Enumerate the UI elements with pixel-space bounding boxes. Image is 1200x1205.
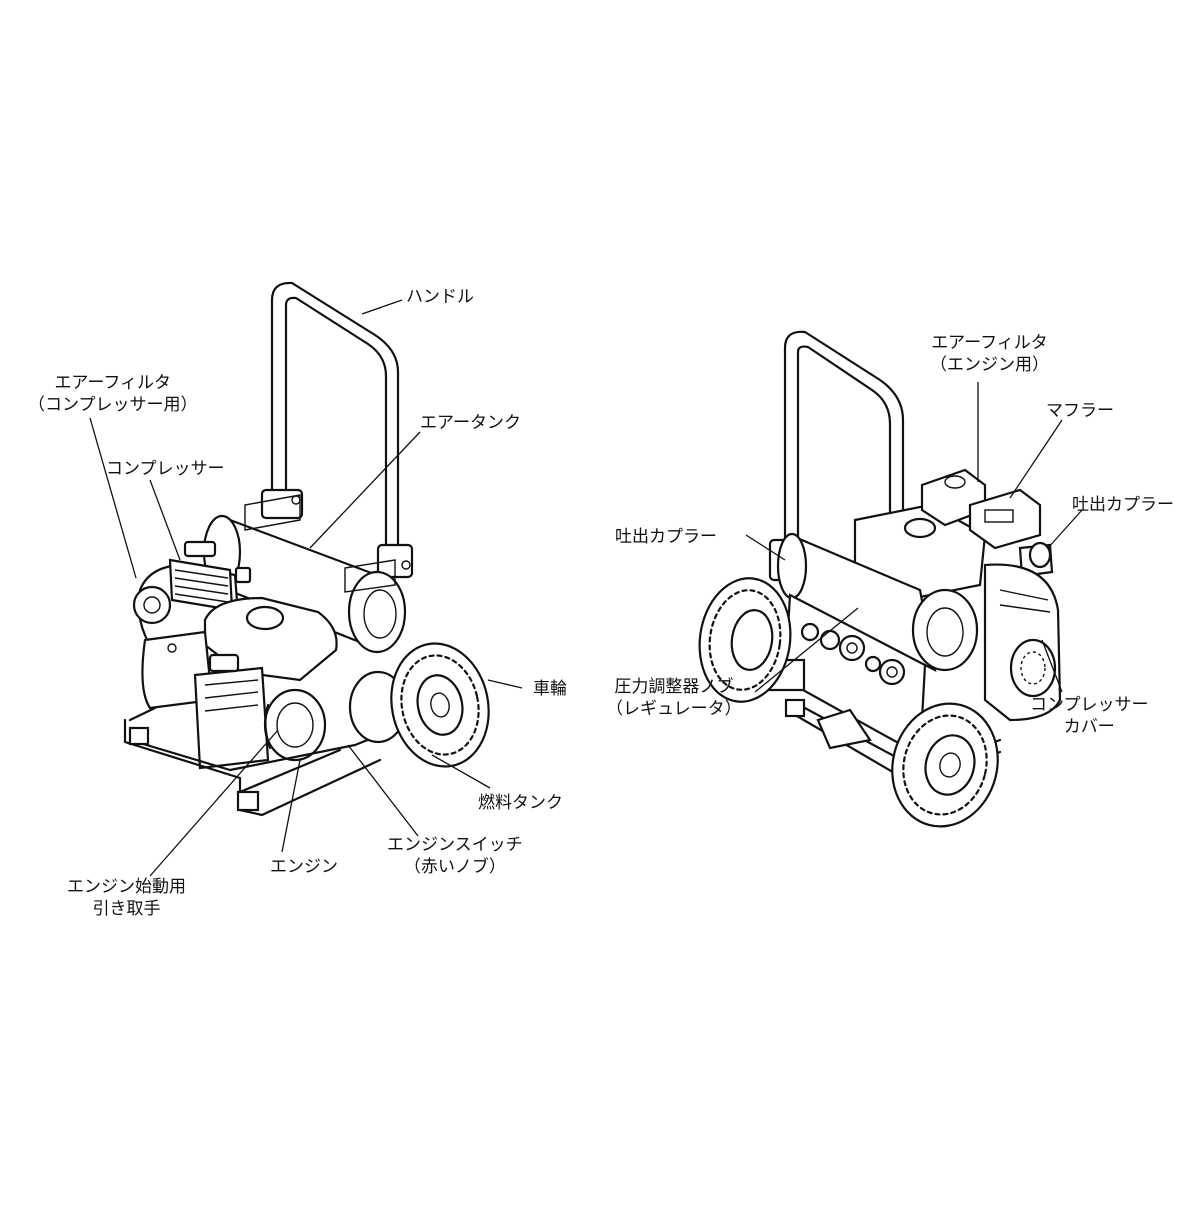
right-wheel-rear: [698, 577, 792, 703]
leader-muffler: [1009, 419, 1063, 499]
label-air-filter-compressor: エアーフィルタ （コンプレッサー用）: [28, 372, 198, 416]
label-air-tank-text: エアータンク: [420, 413, 521, 433]
leader-lines: [89, 299, 1083, 877]
leader-starter-pull: [149, 729, 279, 877]
right-wheel-front: [891, 702, 999, 828]
label-compressor: コンプレッサー: [106, 458, 225, 480]
label-air-filter-compressor-line2: （コンプレッサー用）: [28, 395, 198, 415]
label-handle-text: ハンドル: [406, 287, 474, 307]
leader-engine: [281, 759, 301, 853]
leader-outlet-coupler-right: [1047, 509, 1083, 549]
leader-fuel-tank: [431, 754, 491, 789]
label-engine-switch-line1: エンジンスイッチ: [387, 835, 523, 855]
label-engine-switch: エンジンスイッチ （赤いノブ）: [387, 834, 523, 878]
label-starter-pull: エンジン始動用 引き取手: [67, 876, 186, 920]
label-starter-pull-line2: 引き取手: [92, 899, 161, 919]
label-regulator-line1: 圧力調整器ノブ: [614, 677, 734, 697]
leader-compressor: [149, 479, 181, 561]
left-machine: [123, 281, 490, 817]
leader-regulator: [754, 607, 859, 693]
label-muffler-text: マフラー: [1046, 401, 1114, 421]
label-outlet-coupler-right: 吐出カプラー: [1072, 494, 1174, 516]
leader-handle: [361, 299, 403, 315]
leader-outlet-coupler-left: [745, 534, 786, 561]
label-air-filter-engine-line1: エアーフィルタ: [931, 333, 1048, 353]
label-muffler: マフラー: [1046, 400, 1114, 422]
label-compressor-cover-line1: コンプレッサー: [1030, 695, 1149, 715]
leader-wheel: [487, 679, 523, 689]
label-fuel-tank-text: 燃料タンク: [478, 793, 563, 813]
label-fuel-tank: 燃料タンク: [478, 792, 563, 814]
label-outlet-coupler-left-text: 吐出カプラー: [615, 527, 717, 547]
label-air-filter-engine: エアーフィルタ （エンジン用）: [930, 332, 1049, 376]
label-air-filter-compressor-line1: エアーフィルタ: [54, 373, 172, 393]
label-compressor-cover: コンプレッサー カバー: [1030, 694, 1149, 738]
right-compressor-cover: [983, 563, 1062, 722]
label-engine-text: エンジン: [270, 857, 338, 877]
label-compressor-cover-line2: カバー: [1063, 717, 1115, 737]
left-handle: [260, 281, 414, 579]
right-air-tank: [776, 532, 979, 672]
label-regulator-line2: （レギュレータ）: [606, 699, 742, 719]
label-outlet-coupler-right-text: 吐出カプラー: [1072, 495, 1174, 515]
label-regulator: 圧力調整器ノブ （レギュレータ）: [606, 676, 742, 720]
label-wheel-text: 車輪: [533, 679, 567, 699]
left-engine: [141, 596, 338, 770]
label-air-filter-engine-line2: （エンジン用）: [930, 355, 1049, 375]
leader-air-tank: [309, 431, 421, 549]
right-machine: [698, 330, 1062, 828]
leader-engine-switch: [347, 744, 419, 837]
label-outlet-coupler-left: 吐出カプラー: [615, 526, 717, 548]
label-engine-switch-line2: （赤いノブ）: [403, 857, 506, 877]
label-air-tank: エアータンク: [420, 412, 521, 434]
label-engine: エンジン: [270, 856, 338, 878]
leader-compressor-cover: [1041, 639, 1063, 693]
label-starter-pull-line1: エンジン始動用: [67, 877, 186, 897]
left-wheel: [390, 642, 490, 768]
leader-air-filter-compressor: [89, 417, 137, 579]
label-compressor-text: コンプレッサー: [106, 459, 225, 479]
label-handle: ハンドル: [406, 286, 474, 308]
label-wheel: 車輪: [533, 678, 567, 700]
